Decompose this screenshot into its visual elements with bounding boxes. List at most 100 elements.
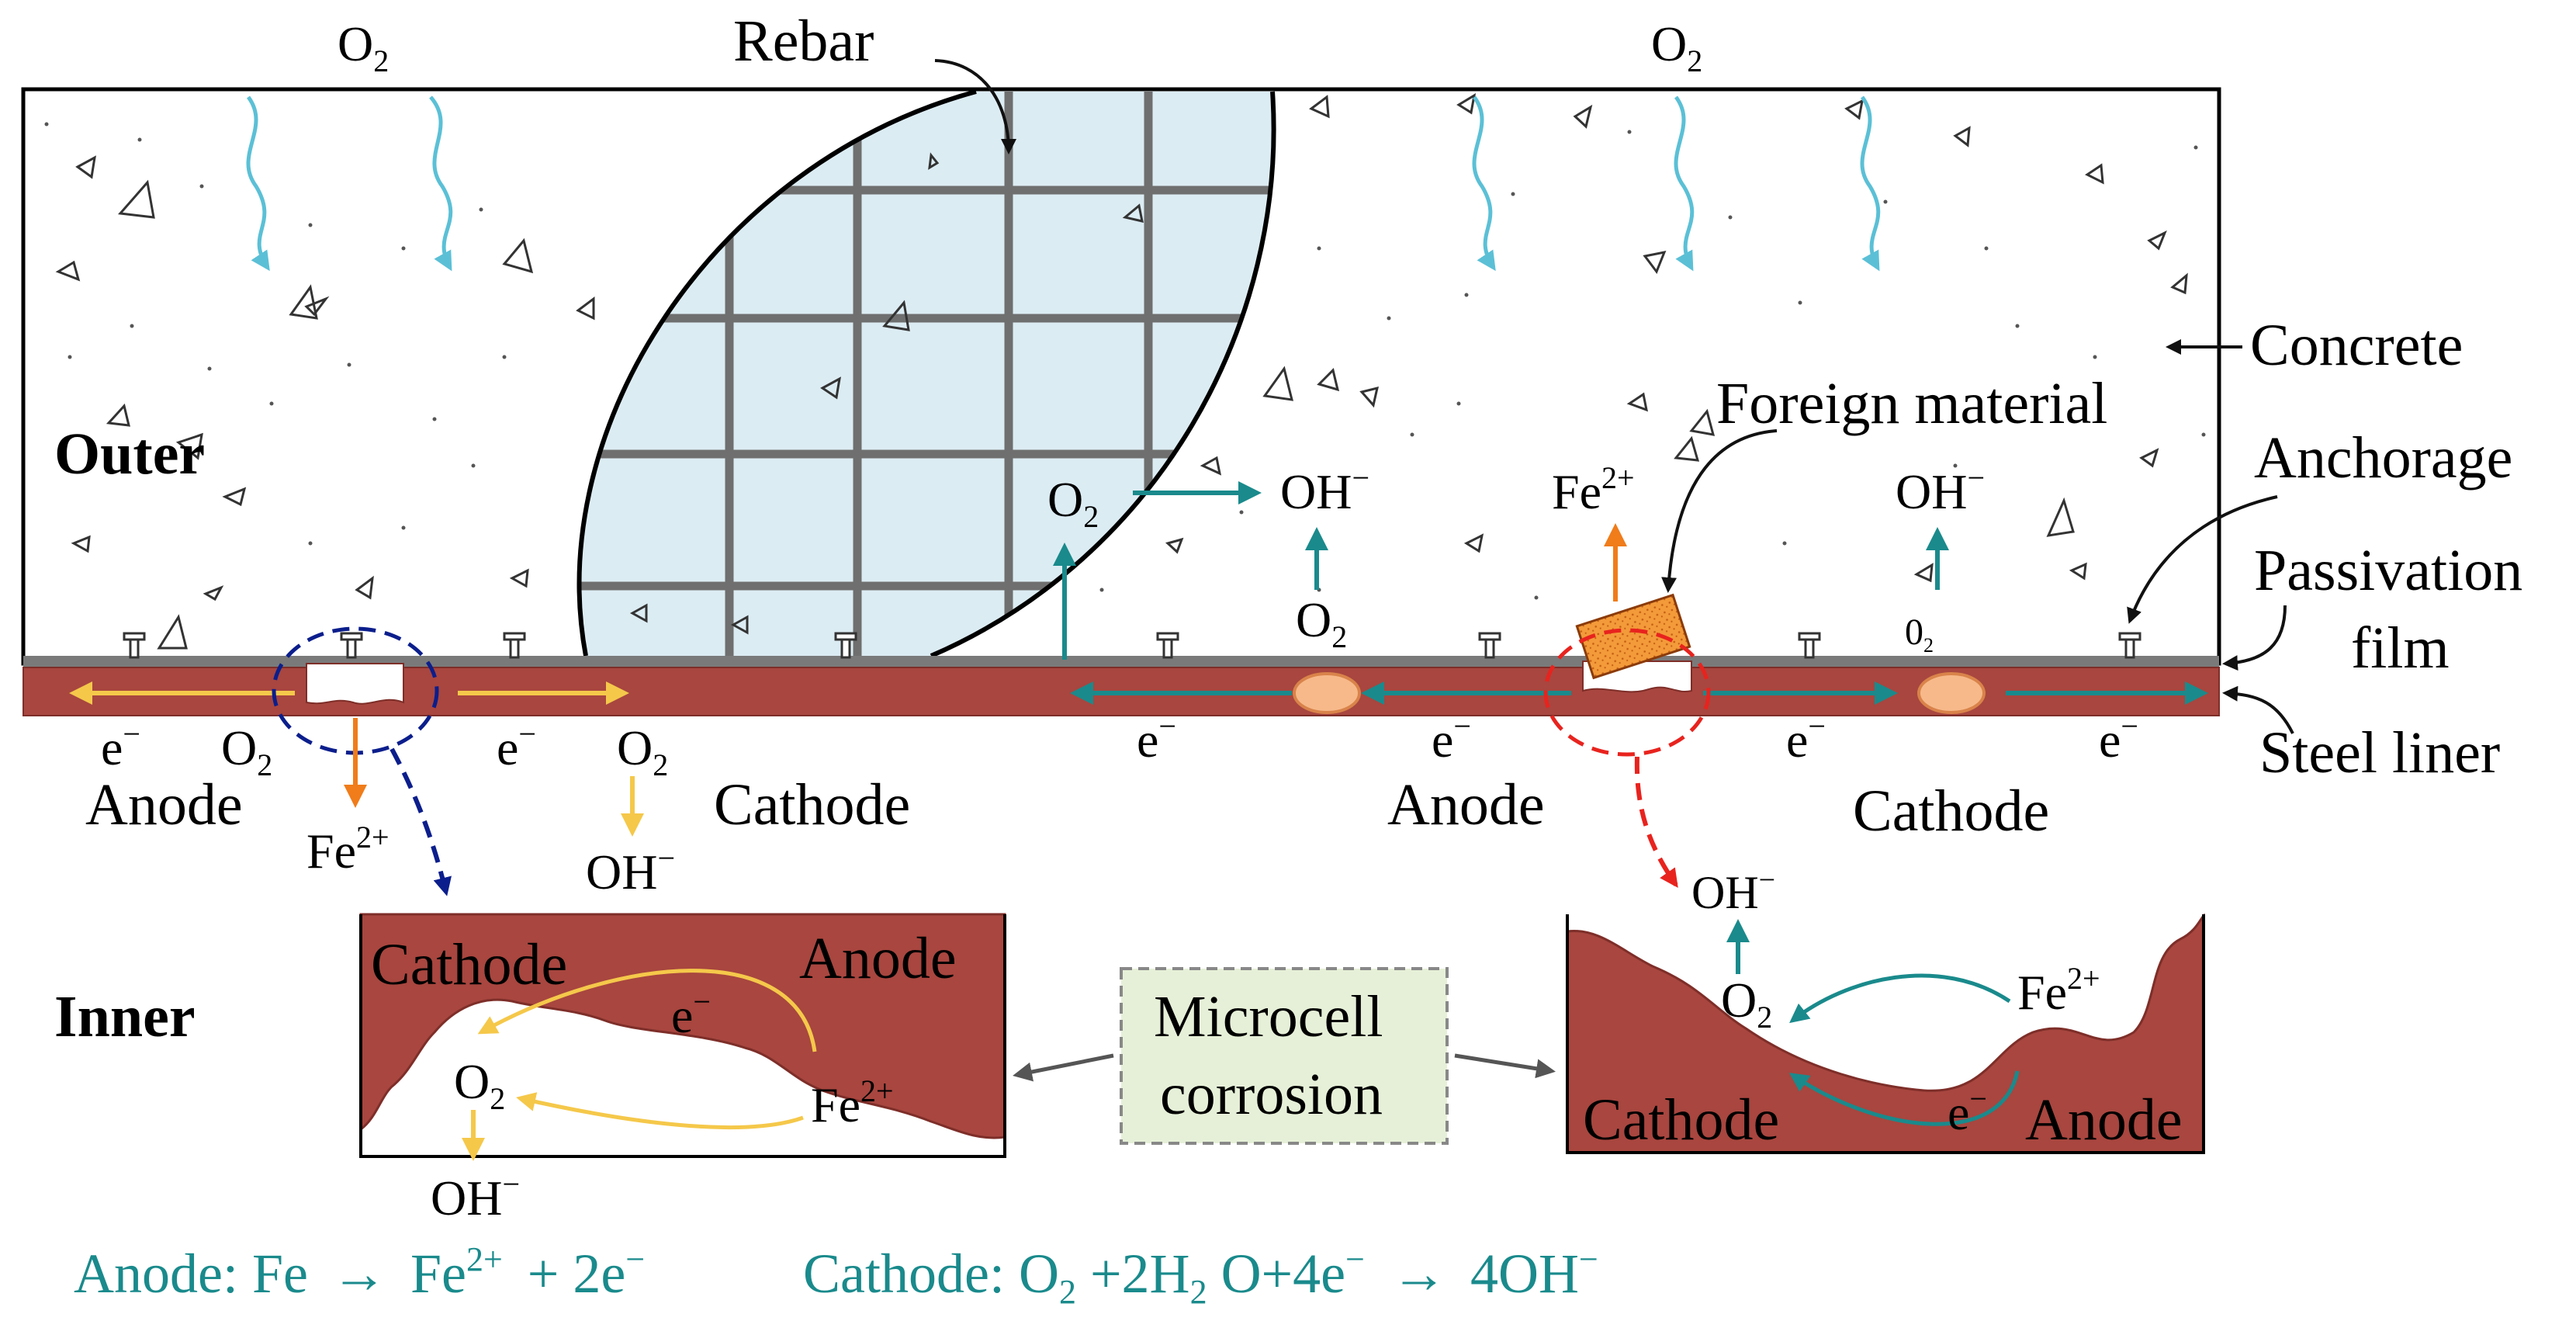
right-inner-fe2-label: Fe2+	[2017, 961, 2100, 1020]
microcell-label-line2: corrosion	[1160, 1062, 1383, 1127]
right-inner-fe-arrow	[1789, 973, 2011, 1024]
svg-text:Fe2+: Fe2+	[306, 820, 390, 879]
left-inner-o2-label: O2	[454, 1054, 505, 1116]
cathode-label-left: Cathode	[714, 772, 910, 837]
left-pit	[306, 663, 404, 705]
svg-text:e−: e−	[1786, 709, 1826, 768]
steel-liner-label: Steel liner	[2259, 720, 2500, 785]
rebar-label: Rebar	[733, 9, 874, 74]
left-inner-fe2-label: Fe2+	[811, 1073, 894, 1132]
right-inner-oh-label: OH−	[1691, 864, 1775, 918]
anode-label-right: Anode	[1387, 772, 1545, 837]
svg-text:O2: O2	[221, 720, 272, 782]
concrete-label: Concrete	[2250, 313, 2463, 378]
cathode-label-right: Cathode	[1853, 778, 2049, 844]
svg-text:e−: e−	[1432, 709, 1471, 768]
right-inner-anode-label: Anode	[2025, 1087, 2183, 1153]
oh-label-1: OH−	[1280, 460, 1369, 519]
svg-text:OH−: OH−	[1691, 864, 1775, 918]
passivation-label-line1: Passivation	[2254, 538, 2522, 603]
right-inner-panel	[1566, 913, 2205, 1154]
left-inner-oh-label: OH−	[431, 1167, 520, 1226]
aggregate-particles	[55, 93, 2188, 653]
o2-label-right: O2	[1651, 16, 1702, 78]
svg-text:Fe2+: Fe2+	[1552, 460, 1635, 519]
anchorage-studs	[123, 632, 2141, 659]
rebar-pointer	[934, 59, 1016, 154]
anchorage-label: Anchorage	[2254, 425, 2512, 491]
svg-text:e−: e−	[1137, 709, 1176, 768]
cathode-spot-2	[1917, 672, 1986, 714]
left-inner-electron-label: e−	[671, 984, 711, 1043]
right-inner-o2-label: O2	[1721, 973, 1772, 1035]
foreign-material-block	[1575, 593, 1691, 680]
svg-text:e−: e−	[671, 984, 711, 1043]
svg-text:O2: O2	[1721, 973, 1772, 1035]
zero-label: 02	[1905, 612, 1934, 657]
cathode-spot-1	[1293, 672, 1361, 714]
svg-text:02: 02	[1905, 612, 1934, 657]
oh-label-left: OH−	[586, 841, 675, 900]
left-inner-fe-arrow	[516, 1092, 804, 1130]
svg-text:OH−: OH−	[1896, 460, 1985, 519]
electron-label-right-3: e−	[1786, 709, 1826, 768]
svg-text:O2: O2	[1651, 16, 1702, 78]
o2-label-left-liner: O2	[221, 720, 272, 782]
electron-label-right-2: e−	[1432, 709, 1471, 768]
outer-label: Outer	[54, 421, 205, 487]
passivation-pointer	[2222, 605, 2287, 671]
right-inner-electron-label: e−	[1948, 1081, 1987, 1140]
o2-inflow-arrows	[246, 95, 1881, 272]
svg-text:OH−: OH−	[586, 841, 675, 900]
rebar-lens	[579, 92, 1274, 656]
inner-label: Inner	[54, 984, 196, 1049]
electron-label-right-1: e−	[1137, 709, 1176, 768]
svg-text:O2: O2	[617, 720, 668, 782]
right-dashed-circle	[1543, 628, 1711, 757]
o2-label-left: O2	[338, 16, 389, 78]
svg-text:OH−: OH−	[431, 1167, 520, 1226]
svg-text:O2: O2	[338, 16, 389, 78]
microcell-box	[1120, 967, 1449, 1145]
anchorage-pointer	[2127, 495, 2278, 624]
electron-label-left-1: e−	[101, 716, 140, 775]
foreign-material-pointer	[1661, 429, 1778, 593]
steel-liner-pointer	[2222, 685, 2294, 734]
passivation-label-line2: film	[2351, 615, 2450, 681]
left-inner-panel	[359, 913, 1006, 1158]
microcell-arrow-right	[1454, 1053, 1556, 1079]
o2-label-cathode-1: O2	[1296, 592, 1347, 654]
left-inner-electron-arrow	[477, 969, 817, 1052]
left-zoom-arrow	[390, 747, 452, 896]
anode-equation: Anode: Fe → Fe2+ + 2e−	[74, 1221, 645, 1305]
svg-text:e−: e−	[101, 716, 140, 775]
svg-text:Fe2+: Fe2+	[2017, 961, 2100, 1020]
svg-text:O2: O2	[1296, 592, 1347, 654]
right-inner-cathode-label: Cathode	[1583, 1087, 1779, 1153]
right-zoom-arrow	[1634, 756, 1678, 888]
svg-text:OH−: OH−	[1280, 460, 1369, 519]
oh-label-2: OH−	[1896, 460, 1985, 519]
electron-label-right-4: e−	[2099, 709, 2138, 768]
svg-text:e−: e−	[497, 716, 536, 775]
svg-text:Fe2+: Fe2+	[811, 1073, 894, 1132]
left-inner-anode-label: Anode	[799, 926, 957, 991]
concrete-dots	[44, 122, 2206, 600]
right-inner-electron-arrow	[1788, 1070, 2020, 1126]
svg-text:Anode: Fe → Fe2+: Anode: Fe → Fe2+ + 2e−	[74, 1221, 645, 1305]
foreign-material-label: Foreign material	[1716, 371, 2107, 436]
microcell-label-line1: Microcell	[1154, 984, 1383, 1049]
o2-rebar-label: O2	[1047, 472, 1099, 534]
svg-text:Cathode: O2 +2H2 O: Cathode: O2 +2H2 O+4e− → 4OH−	[803, 1221, 1598, 1316]
svg-text:e−: e−	[1948, 1081, 1987, 1140]
svg-text:O2: O2	[1047, 472, 1099, 534]
fe2-label-left: Fe2+	[306, 820, 390, 879]
microcell-arrow-left	[1013, 1053, 1114, 1082]
fe2-label-upper: Fe2+	[1552, 460, 1635, 519]
left-inner-cathode-label: Cathode	[371, 932, 567, 997]
electron-label-left-2: e−	[497, 716, 536, 775]
o2-label-left-cathode: O2	[617, 720, 668, 782]
anode-label-left: Anode	[85, 772, 243, 837]
svg-text:O2: O2	[454, 1054, 505, 1116]
